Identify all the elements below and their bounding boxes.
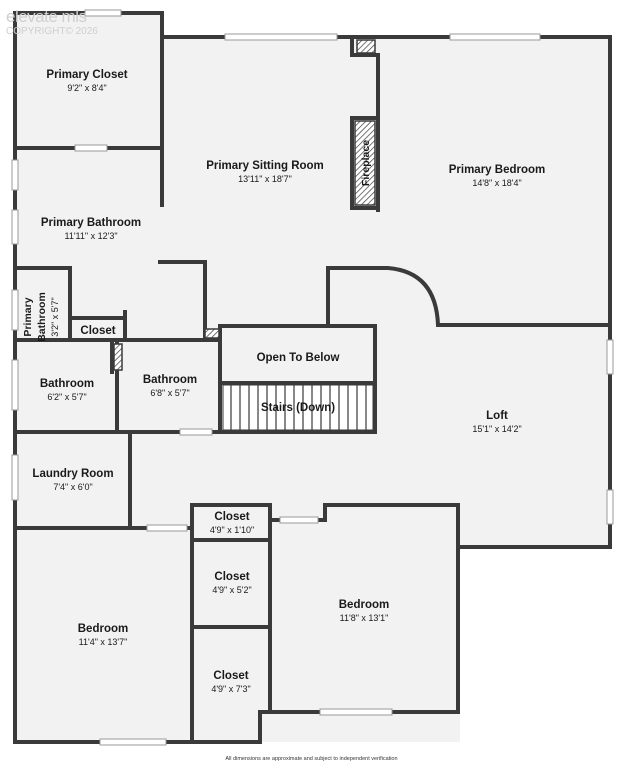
primary-sitting-room-name: Primary Sitting Room	[206, 160, 324, 172]
fireplace-label: Fireplace	[360, 140, 372, 186]
bathroom-left-name: Bathroom	[40, 378, 94, 390]
loft-name: Loft	[486, 410, 508, 422]
open-to-below-label: Open To Below	[257, 352, 340, 364]
closet-c-dim: 4'9" x 7'3"	[211, 684, 250, 694]
primary-bathroom-small-name-1: Primary	[22, 297, 34, 336]
bedroom-left-name: Bedroom	[78, 623, 128, 635]
closet-a-dim: 4'9" x 1'10"	[210, 525, 254, 535]
laundry-room-dim: 7'4" x 6'0"	[53, 482, 92, 492]
closet-small-name: Closet	[80, 325, 115, 337]
bathroom-mid-dim: 6'8" x 5'7"	[150, 388, 189, 398]
stairs-label: Stairs (Down)	[261, 402, 335, 414]
bedroom-right-dim: 11'8" x 13'1"	[340, 613, 389, 623]
primary-closet-name: Primary Closet	[46, 69, 127, 81]
bedroom-left-dim: 11'4" x 13'7"	[79, 637, 128, 647]
watermark-copyright: COPYRIGHT© 2026	[6, 26, 98, 37]
primary-sitting-room-dim: 13'11" x 18'7"	[238, 174, 292, 184]
primary-bathroom-name: Primary Bathroom	[41, 217, 141, 229]
closet-c-name: Closet	[213, 670, 248, 682]
hatched-features	[113, 39, 376, 371]
room-labels: Primary Closet 9'2" x 8'4" Primary Sitti…	[22, 69, 545, 694]
primary-bathroom-small-name-2: Bathroom	[36, 292, 48, 342]
watermark-logo: elevate mls	[6, 7, 87, 26]
watermark: elevate mls COPYRIGHT© 2026	[6, 8, 98, 38]
footer-disclaimer: All dimensions are approximate and subje…	[225, 756, 398, 762]
primary-bedroom-dim: 14'8" x 18'4"	[472, 178, 521, 188]
closet-b-name: Closet	[214, 571, 249, 583]
laundry-room-name: Laundry Room	[32, 468, 113, 480]
closet-b-dim: 4'9" x 5'2"	[212, 585, 251, 595]
loft-dim: 15'1" x 14'2"	[472, 424, 521, 434]
primary-bedroom-name: Primary Bedroom	[449, 164, 546, 176]
bedroom-right-name: Bedroom	[339, 599, 389, 611]
primary-bathroom-small-dim: 3'2" x 5'7"	[50, 297, 60, 336]
bathroom-left-dim: 6'2" x 5'7"	[47, 392, 86, 402]
primary-closet-dim: 9'2" x 8'4"	[67, 83, 106, 93]
bathroom-mid-name: Bathroom	[143, 374, 197, 386]
floor-area	[15, 13, 610, 742]
closet-a-name: Closet	[214, 511, 249, 523]
windows	[11, 9, 614, 746]
primary-bathroom-dim: 11'11" x 12'3"	[64, 231, 117, 241]
